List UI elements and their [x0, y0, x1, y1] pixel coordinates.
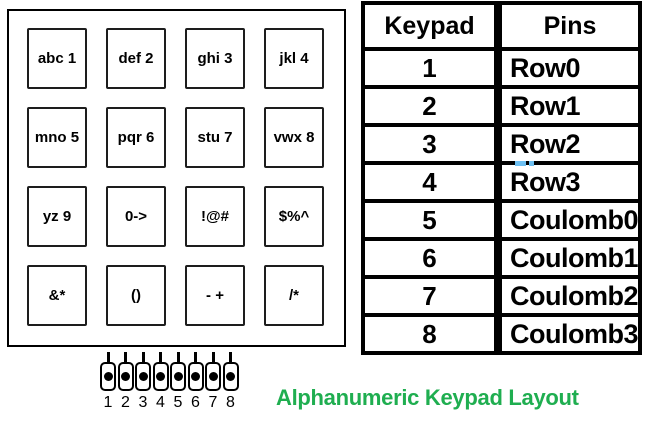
pin-stem-icon: [229, 352, 232, 362]
table-row: 7 Coulomb2: [361, 275, 642, 317]
table-row: 1 Row0: [361, 47, 642, 89]
pin-function-cell: Row0: [496, 47, 642, 89]
pin-function-cell: Coulomb0: [496, 199, 642, 241]
table-row: 8 Coulomb3: [361, 313, 642, 355]
pin-stem-icon: [159, 352, 162, 362]
pin-function-cell: Row3: [496, 161, 642, 203]
keypad-key-0: 0->: [106, 186, 166, 247]
keypad-key-slash-star: /*: [264, 265, 324, 326]
keypad-keys-grid: abc 1 def 2 ghi 3 jkl 4 mno 5 pqr 6 stu …: [27, 28, 324, 326]
keypad-key-pqr6: pqr 6: [106, 107, 166, 168]
pin-socket-icon: [152, 362, 169, 391]
keypad-key-jkl4: jkl 4: [264, 28, 324, 89]
table-header-keypad: Keypad: [361, 1, 502, 51]
pin-socket-icon: [135, 362, 151, 391]
pin-function-cell: Coulomb3: [496, 313, 642, 355]
pin-6: 6: [187, 352, 204, 411]
keypad-key-symbols2: $%^: [264, 186, 324, 247]
pin-number: 6: [191, 394, 200, 411]
table-row: 2 Row1: [361, 85, 642, 127]
pin-header-connector: 1 2 3 4 5 6 7: [100, 352, 239, 411]
keypad-pin-cell: 8: [361, 313, 502, 355]
blue-artifact: [529, 161, 534, 166]
pin-socket-icon: [117, 362, 134, 391]
pin-socket-icon: [187, 362, 204, 391]
pin-5: 5: [170, 352, 186, 411]
pin-number: 7: [208, 394, 218, 411]
pin-function-cell: Coulomb2: [496, 275, 642, 317]
pin-stem-icon: [141, 352, 145, 362]
pin-3: 3: [135, 352, 151, 411]
keypad-pin-cell: 1: [361, 47, 502, 89]
pin-function-cell: Row1: [496, 85, 642, 127]
pin-number: 2: [121, 394, 130, 411]
pin-hole-icon: [226, 372, 235, 381]
pin-stem-icon: [194, 352, 197, 362]
pin-socket-icon: [170, 362, 186, 391]
pin-socket-icon: [205, 362, 221, 391]
pin-stem-icon: [176, 352, 180, 362]
pin-number: 1: [103, 394, 113, 411]
pin-hole-icon: [103, 372, 113, 381]
keypad-key-yz9: yz 9: [27, 186, 87, 247]
keypad-key-mno5: mno 5: [27, 107, 87, 168]
pin-socket-icon: [222, 362, 239, 391]
pin-number: 4: [156, 394, 165, 411]
pin-hole-icon: [191, 372, 200, 381]
blue-artifact: [515, 161, 526, 166]
pin-stem-icon: [106, 352, 110, 362]
pin-stem-icon: [211, 352, 215, 362]
pin-7: 7: [205, 352, 221, 411]
keypad-outline: abc 1 def 2 ghi 3 jkl 4 mno 5 pqr 6 stu …: [7, 9, 346, 347]
keypad-key-ghi3: ghi 3: [185, 28, 245, 89]
keypad-pin-cell: 6: [361, 237, 502, 279]
table-header-pins: Pins: [496, 1, 642, 51]
table-row: 5 Coulomb0: [361, 199, 642, 241]
pin-number: 8: [226, 394, 235, 411]
pin-4: 4: [152, 352, 169, 411]
pin-function-cell: Row2: [496, 123, 642, 165]
keypad-key-symbols1: !@#: [185, 186, 245, 247]
keypad-key-minus-plus: - +: [185, 265, 245, 326]
keypad-pin-cell: 2: [361, 85, 502, 127]
layout-title: Alphanumeric Keypad Layout: [276, 385, 579, 410]
keypad-key-parens: (): [106, 265, 166, 326]
pin-hole-icon: [173, 372, 183, 381]
table-header-row: Keypad Pins: [361, 1, 642, 51]
pin-function-cell: Coulomb1: [496, 237, 642, 279]
keypad-key-def2: def 2: [106, 28, 166, 89]
keypad-pin-cell: 7: [361, 275, 502, 317]
pin-hole-icon: [121, 372, 130, 381]
pin-mapping-table: Keypad Pins 1 Row0 2 Row1 3 Row2 4 Row3: [361, 1, 642, 355]
table-row: 6 Coulomb1: [361, 237, 642, 279]
pin-socket-icon: [100, 362, 116, 391]
keypad-pin-cell: 4: [361, 161, 502, 203]
pin-8: 8: [222, 352, 239, 411]
table-row: 3 Row2: [361, 123, 642, 165]
pin-number: 3: [138, 394, 148, 411]
keypad-key-stu7: stu 7: [185, 107, 245, 168]
pin-stem-icon: [124, 352, 127, 362]
keypad-key-abc1: abc 1: [27, 28, 87, 89]
pin-1: 1: [100, 352, 116, 411]
keypad-pin-cell: 5: [361, 199, 502, 241]
pin-hole-icon: [208, 372, 218, 381]
pin-hole-icon: [138, 372, 148, 381]
keypad-key-amp-star: &*: [27, 265, 87, 326]
pin-number: 5: [173, 394, 183, 411]
pin-hole-icon: [156, 372, 165, 381]
table-row: 4 Row3: [361, 161, 642, 203]
keypad-key-vwx8: vwx 8: [264, 107, 324, 168]
keypad-pin-cell: 3: [361, 123, 502, 165]
pin-2: 2: [117, 352, 134, 411]
